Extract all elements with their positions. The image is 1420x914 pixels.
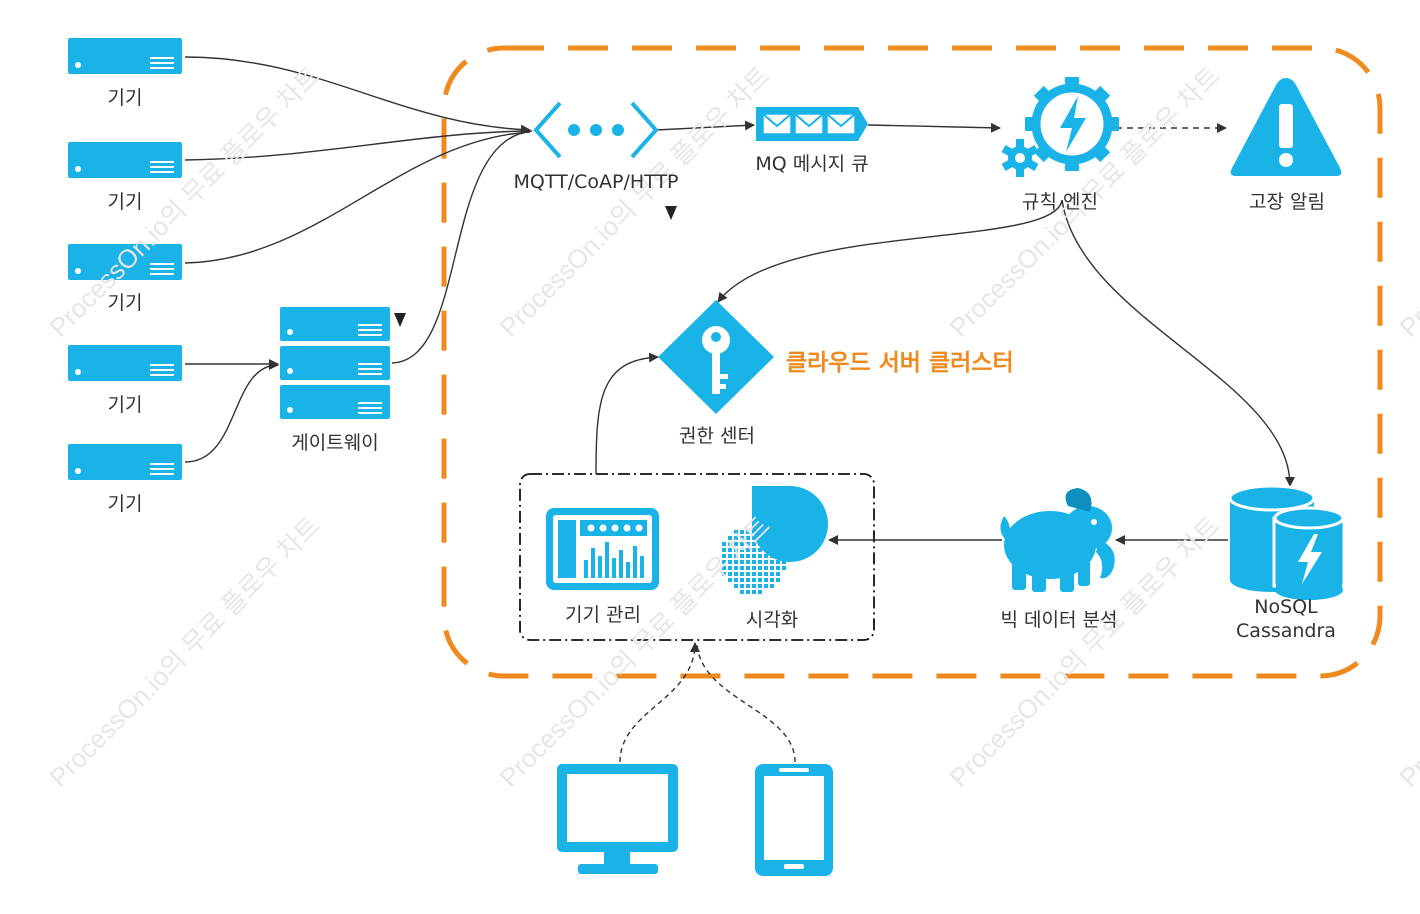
device-label: 기기 xyxy=(107,191,143,213)
device-icons xyxy=(68,38,182,480)
rule-engine-gear-icon xyxy=(1001,77,1119,177)
device-label: 기기 xyxy=(107,394,143,416)
connector-pc-group xyxy=(619,642,700,763)
marker-triangle-icon xyxy=(394,313,406,327)
connector-mgmt-auth xyxy=(595,352,659,475)
connector-device-5 xyxy=(184,360,279,463)
gateway-label: 게이트웨이 xyxy=(291,432,379,454)
connector-device-3 xyxy=(184,131,531,264)
visualization-icon xyxy=(722,486,828,594)
server-icon xyxy=(68,444,182,480)
cluster-title: 클라우드 서버 클러스터 xyxy=(786,350,1014,376)
connector-gateway xyxy=(391,130,533,364)
monitor-icon xyxy=(557,764,678,874)
gateway-server-stack-icon xyxy=(280,307,390,419)
connector-protocol-mq xyxy=(655,120,755,131)
device-management-label: 기기 관리 xyxy=(565,604,641,626)
key-icon xyxy=(658,300,774,414)
device-label: 기기 xyxy=(107,87,143,109)
nosql-label: NoSQL Cassandra xyxy=(1236,596,1336,642)
server-icon xyxy=(68,345,182,381)
connector-rule-nosql xyxy=(1061,199,1295,487)
marker-triangle-icon xyxy=(665,206,677,220)
dashboard-icon xyxy=(546,508,659,590)
fault-alarm-label: 고장 알림 xyxy=(1249,191,1325,213)
warning-icon xyxy=(1230,78,1342,176)
connector-device-2 xyxy=(184,130,531,161)
visualization-label: 시각화 xyxy=(745,609,799,631)
server-icon xyxy=(68,244,182,280)
database-icon xyxy=(1228,484,1346,600)
server-icon xyxy=(68,142,182,178)
rule-engine-label: 규칙 엔진 xyxy=(1022,191,1098,213)
message-queue-label: MQ 메시지 큐 xyxy=(755,153,869,175)
message-queue-icon xyxy=(756,107,868,141)
connector-phone-group xyxy=(696,642,796,763)
connectors xyxy=(184,56,1295,763)
connector-device-1 xyxy=(184,56,531,135)
cluster-boundary xyxy=(441,45,1383,679)
connector-rule-auth xyxy=(717,199,1063,303)
device-label: 기기 xyxy=(107,493,143,515)
connector-mq-rule xyxy=(867,122,1001,133)
protocol-icon xyxy=(533,101,659,159)
client-services-group xyxy=(519,473,875,641)
device-label: 기기 xyxy=(107,292,143,314)
auth-center-label: 권한 센터 xyxy=(679,425,755,447)
server-icon xyxy=(68,38,182,74)
smartphone-icon xyxy=(755,764,833,876)
protocol-label: MQTT/CoAP/HTTP xyxy=(513,171,679,193)
elephant-icon xyxy=(1000,488,1115,592)
big-data-label: 빅 데이터 분석 xyxy=(1000,609,1118,631)
